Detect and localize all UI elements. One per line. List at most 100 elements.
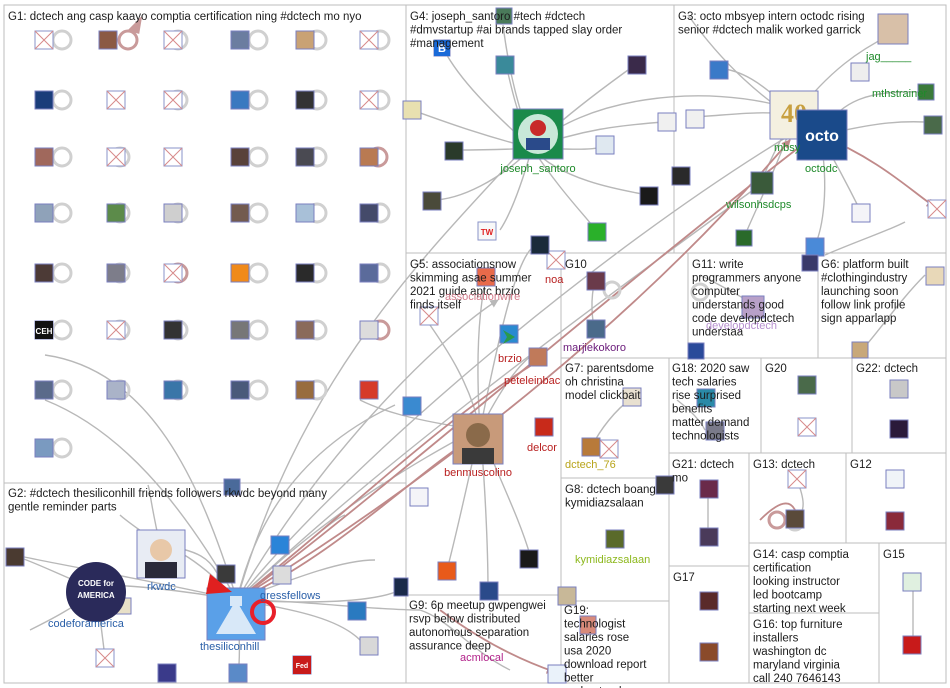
self-loop bbox=[51, 379, 73, 401]
node-avatar bbox=[797, 375, 817, 395]
label-dctech-76: dctech_76 bbox=[565, 459, 616, 471]
edge bbox=[531, 147, 597, 231]
group-title-g15: G15 bbox=[883, 549, 905, 561]
group-title-g17: G17 bbox=[673, 572, 695, 584]
svg-text:B: B bbox=[438, 43, 446, 55]
node-avatar bbox=[735, 229, 753, 247]
node-avatar bbox=[230, 320, 250, 340]
node-avatar bbox=[34, 380, 54, 400]
node-avatar bbox=[230, 203, 250, 223]
label-peteleinbach: peteleinbac bbox=[504, 375, 561, 387]
node-avatar bbox=[850, 62, 870, 82]
node-avatar bbox=[699, 479, 719, 499]
node-avatar bbox=[925, 266, 945, 286]
label-mthstrainer: mthstrainer bbox=[872, 88, 927, 100]
self-loop bbox=[51, 262, 73, 284]
edge bbox=[824, 221, 906, 256]
node-octodc: octo bbox=[796, 109, 848, 161]
node-avatar bbox=[359, 147, 379, 167]
node-avatar bbox=[639, 186, 659, 206]
node-avatar bbox=[805, 237, 825, 257]
node-avatar bbox=[587, 222, 607, 242]
node-placeholder bbox=[546, 250, 566, 270]
node-red-triangle bbox=[206, 574, 232, 594]
label-associationwire: associationwire bbox=[445, 291, 520, 303]
node-avatar bbox=[902, 572, 922, 592]
edge bbox=[14, 554, 238, 601]
node-avatar bbox=[359, 263, 379, 283]
node-avatar bbox=[657, 112, 677, 132]
self-loop bbox=[51, 202, 73, 224]
node-avatar bbox=[699, 642, 719, 662]
edge-red bbox=[236, 139, 791, 601]
group-box-g16 bbox=[748, 612, 880, 684]
label-marjiekokoro: marjiekokoro bbox=[563, 342, 626, 354]
node-avatar bbox=[705, 421, 725, 441]
label-acmlocal: acmlocal bbox=[460, 652, 503, 664]
node-avatar bbox=[402, 100, 422, 120]
edge-red bbox=[236, 439, 471, 601]
label-thesiliconhill: thesiliconhill bbox=[200, 641, 259, 653]
node-placeholder bbox=[163, 263, 183, 283]
label-rkwdc: rkwdc bbox=[147, 581, 176, 593]
group-title-g12: G12 bbox=[850, 459, 872, 471]
node-avatar bbox=[923, 115, 943, 135]
self-loop bbox=[51, 146, 73, 168]
label-wilsonhsdcps: wilsonhsdcps bbox=[725, 199, 792, 211]
group-title-g4: G4: joseph_santoro #tech #dctech#dmvstar… bbox=[410, 11, 622, 50]
node-avatar bbox=[295, 263, 315, 283]
node-avatar bbox=[917, 83, 935, 101]
svg-text:CODE for: CODE for bbox=[78, 579, 114, 588]
node-joseph-santoro bbox=[512, 108, 564, 160]
node-avatar bbox=[295, 90, 315, 110]
node-avatar bbox=[295, 147, 315, 167]
edge bbox=[44, 354, 238, 601]
node-avatar bbox=[230, 90, 250, 110]
node-avatar bbox=[622, 387, 642, 407]
octo-logo-text: octo bbox=[805, 128, 839, 145]
node-avatar bbox=[699, 527, 719, 547]
node-avatar bbox=[295, 320, 315, 340]
node-avatar bbox=[5, 547, 25, 567]
node-avatar bbox=[402, 396, 422, 416]
node-avatar bbox=[709, 60, 729, 80]
label-congressfellows: gressfellows bbox=[260, 590, 321, 602]
group-title-g22: G22: dctech bbox=[856, 363, 918, 375]
self-loop bbox=[247, 29, 269, 51]
edge bbox=[676, 399, 706, 431]
node-avatar bbox=[163, 380, 183, 400]
label-delcor: delcor bbox=[527, 442, 557, 454]
node-avatar bbox=[885, 511, 905, 531]
node-avatar bbox=[230, 30, 250, 50]
node-avatar bbox=[272, 565, 292, 585]
self-loop bbox=[247, 379, 269, 401]
node-avatar bbox=[581, 437, 601, 457]
node-avatar bbox=[741, 295, 765, 319]
label-brzio: brzio bbox=[498, 353, 522, 365]
group-title-g20: G20 bbox=[765, 363, 787, 375]
node-avatar bbox=[347, 601, 367, 621]
node-avatar bbox=[885, 469, 905, 489]
node-avatar bbox=[106, 203, 126, 223]
edge bbox=[236, 134, 791, 601]
node-avatar bbox=[295, 203, 315, 223]
label-codeforamerica: codeforamerica bbox=[48, 618, 125, 630]
self-loop bbox=[247, 262, 269, 284]
node-codeforamerica: CODE for AMERICA bbox=[66, 562, 126, 622]
node-avatar bbox=[163, 320, 183, 340]
self-loop-red bbox=[767, 510, 787, 530]
node-placeholder bbox=[163, 147, 183, 167]
node-fed bbox=[293, 656, 311, 674]
self-loop bbox=[247, 202, 269, 224]
node-avatar bbox=[530, 235, 550, 255]
ceh-logo-text: CEH bbox=[36, 327, 53, 336]
